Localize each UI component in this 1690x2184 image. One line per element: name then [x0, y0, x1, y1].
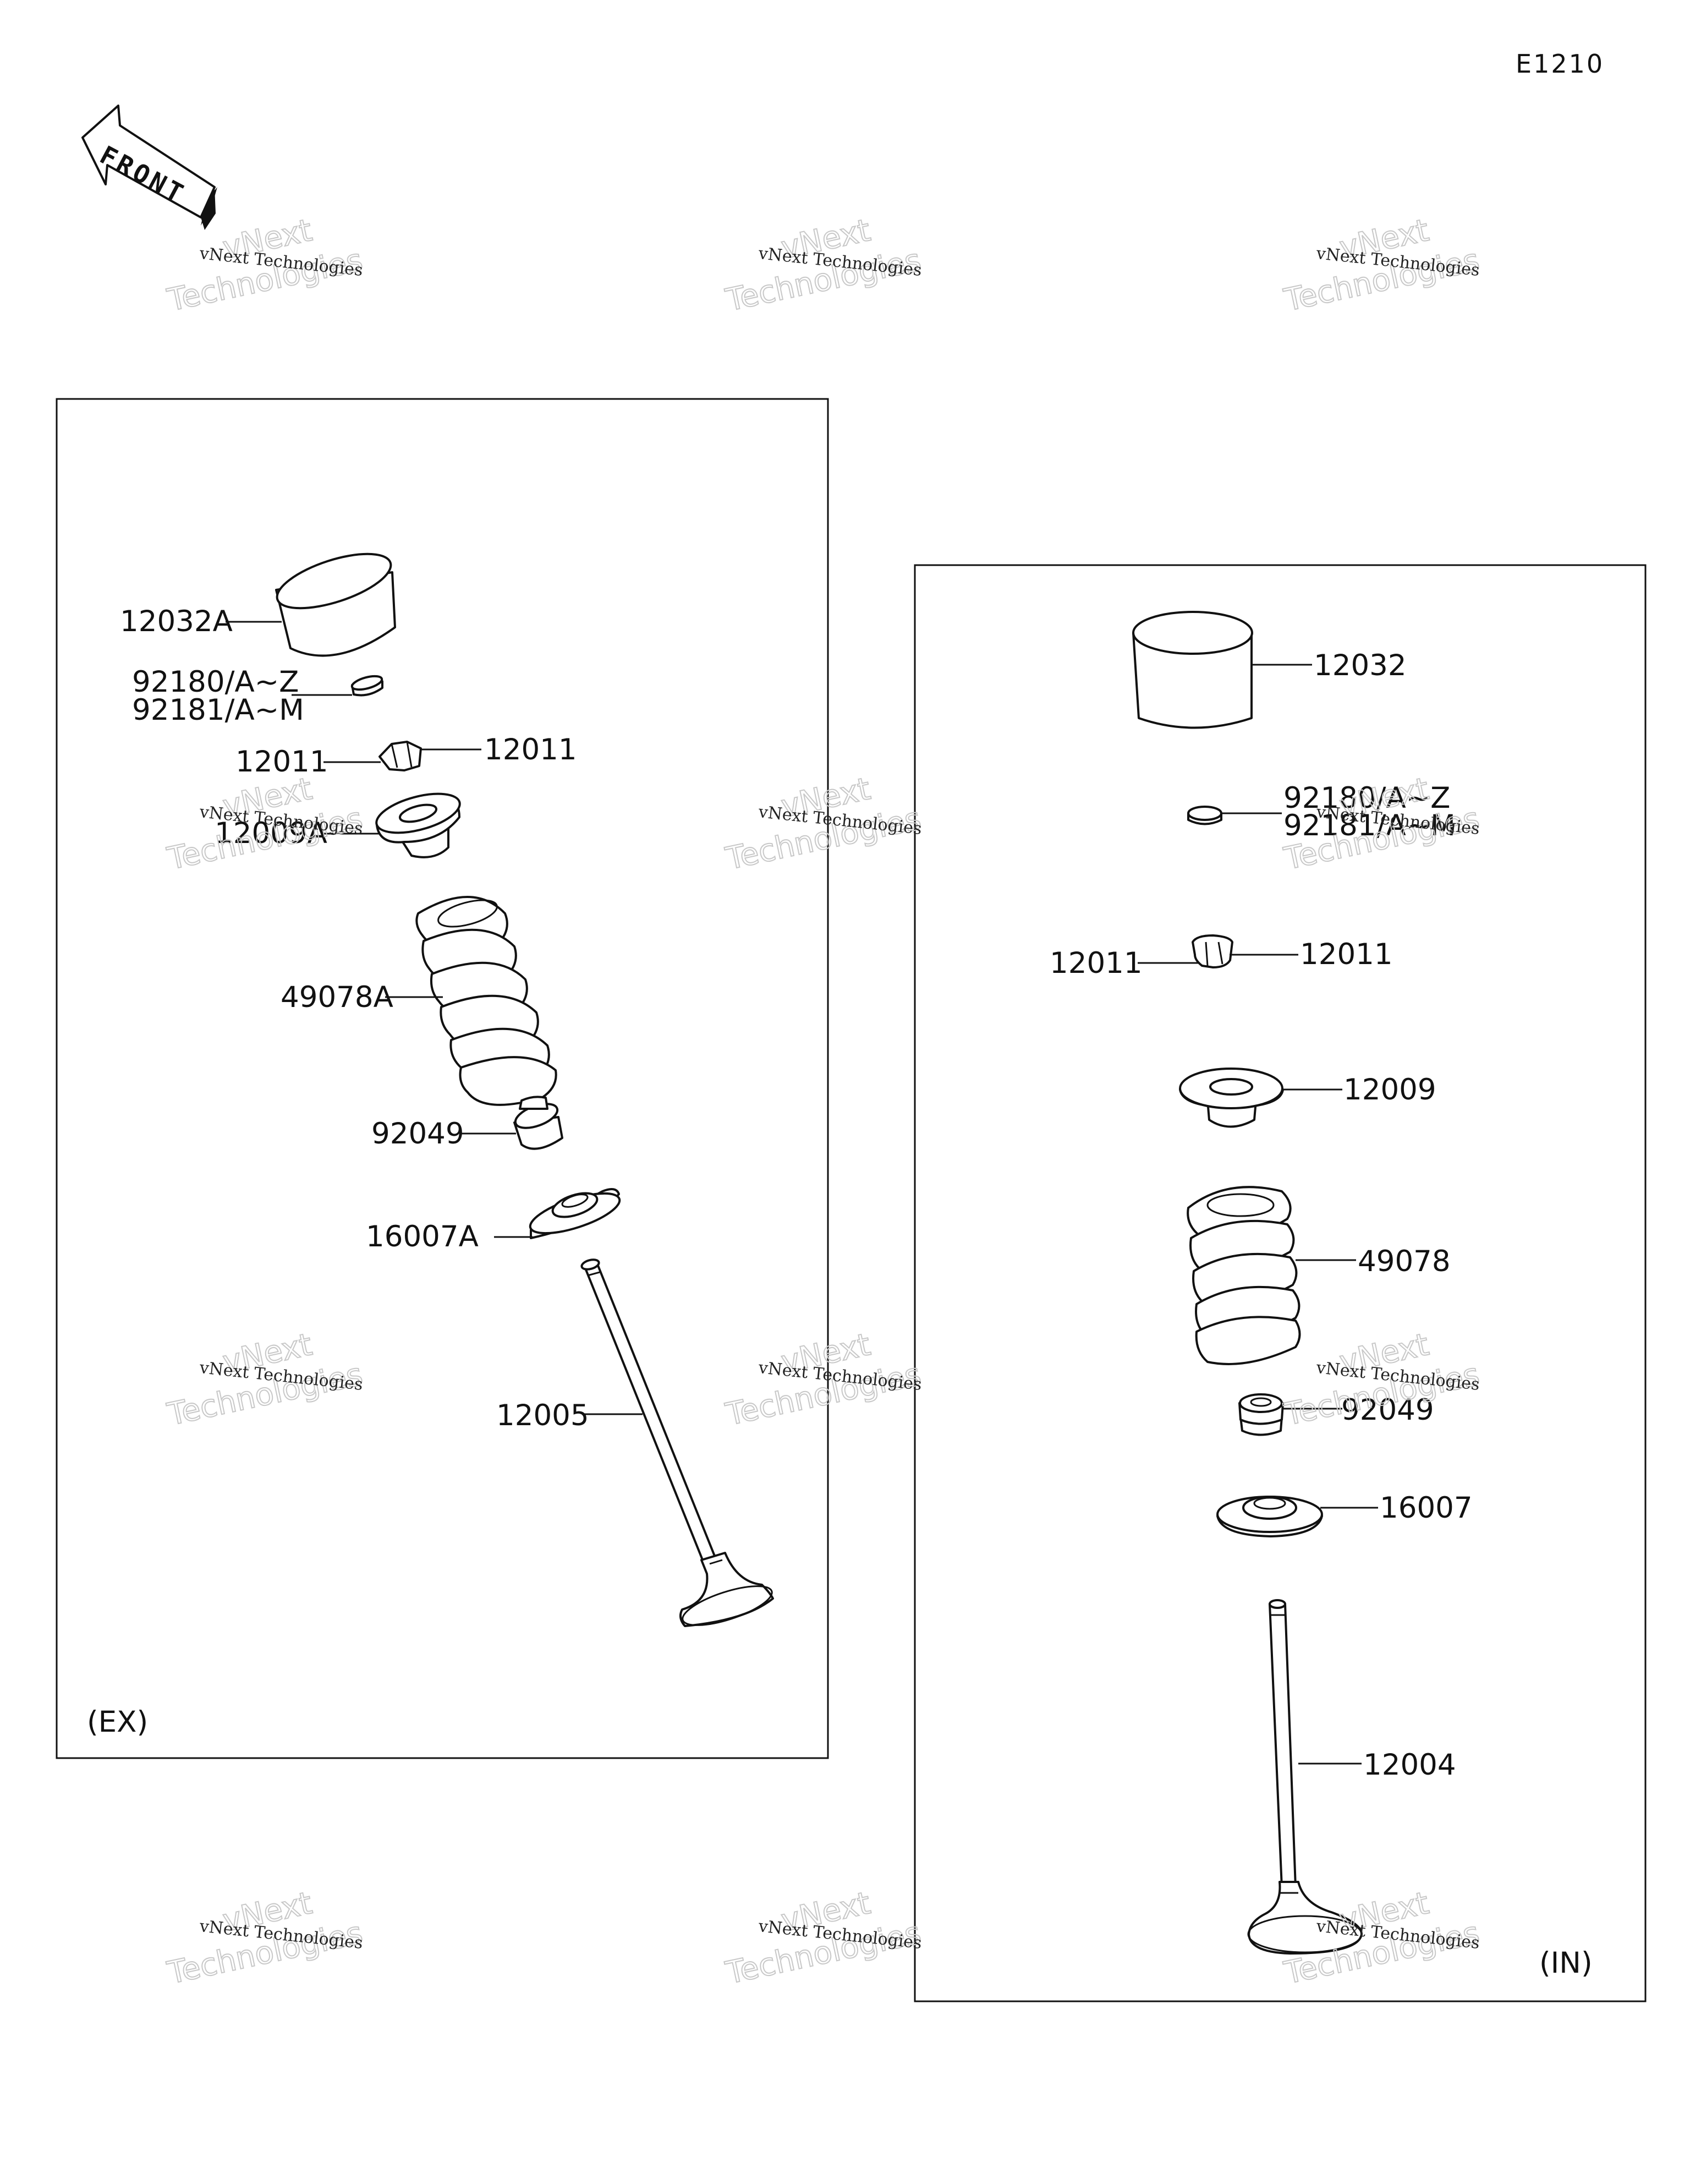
intake-panel: [914, 564, 1647, 2002]
exhaust-seal-icon: [513, 1096, 563, 1150]
exhaust-shim-label-a: 92180/A~Z: [132, 665, 299, 699]
watermark-r1c2: Technologies vNext vNext Technologies: [722, 212, 924, 319]
intake-tappet-label: 12032: [1314, 649, 1407, 682]
exhaust-spring-seat-icon: [529, 1188, 621, 1239]
intake-cotter-right-label: 12011: [1300, 938, 1393, 971]
exhaust-cotter-left-label: 12011: [235, 745, 328, 779]
intake-valve-icon: [1247, 1599, 1363, 1955]
exhaust-valve-icon: [580, 1258, 774, 1627]
exhaust-seal-label: 92049: [371, 1117, 464, 1151]
intake-cotter-left-label: 12011: [1050, 946, 1143, 980]
watermark-r4c2: Technologies vNext vNext Technologies: [722, 1885, 924, 1992]
front-arrow-icon: FRONT: [81, 105, 217, 230]
intake-section-label: (IN): [1539, 1946, 1593, 1980]
intake-retainer-icon: [1179, 1068, 1284, 1128]
intake-seal-icon: [1238, 1393, 1284, 1436]
intake-spring-icon: [1187, 1186, 1301, 1365]
intake-shim-icon: [1187, 806, 1222, 825]
exhaust-tappet-label: 12032A: [120, 605, 233, 638]
exhaust-valve-label: 12005: [496, 1399, 589, 1432]
exhaust-section-label: (EX): [87, 1705, 148, 1739]
intake-valve-label: 12004: [1363, 1748, 1456, 1782]
exhaust-spring-label: 49078A: [281, 981, 393, 1014]
exhaust-shim-icon: [350, 675, 383, 697]
exhaust-tappet-icon: [275, 552, 396, 657]
watermark-r2c1: Technologies vNext vNext Technologies: [163, 770, 366, 878]
intake-shim-label-b: 92181/A~M: [1283, 809, 1456, 842]
exhaust-shim-label-b: 92181/A~M: [132, 693, 304, 727]
intake-seal-label: 92049: [1341, 1393, 1434, 1427]
watermark-r4c1: Technologies vNext vNext Technologies: [163, 1885, 366, 1992]
watermark-r1c3: Technologies vNext vNext Technologies: [1280, 212, 1483, 319]
exhaust-spring-seat-label: 16007A: [366, 1220, 479, 1254]
intake-spring-seat-icon: [1216, 1496, 1323, 1537]
exhaust-cotter-right-label: 12011: [484, 733, 577, 767]
exhaust-panel: [56, 398, 829, 1759]
exhaust-retainer-icon: [375, 792, 461, 858]
watermark-r3c2: Technologies vNext vNext Technologies: [722, 1326, 924, 1433]
intake-spring-label: 49078: [1358, 1245, 1451, 1278]
exhaust-spring-icon: [415, 896, 557, 1106]
watermark-r2c2: Technologies vNext vNext Technologies: [722, 770, 924, 878]
exhaust-cotter-icon: [378, 741, 422, 771]
intake-spring-seat-label: 16007: [1380, 1491, 1473, 1525]
watermark-r3c1: Technologies vNext vNext Technologies: [163, 1326, 366, 1433]
exhaust-retainer-label: 12009A: [215, 817, 327, 850]
intake-retainer-label: 12009: [1343, 1073, 1436, 1107]
intake-tappet-icon: [1132, 611, 1253, 729]
intake-cotter-icon: [1192, 934, 1233, 968]
watermark-r1c1: Technologies vNext vNext Technologies: [163, 212, 366, 319]
intake-shim-label-a: 92180/A~Z: [1283, 781, 1450, 815]
diagram-code: E1210: [1516, 49, 1604, 79]
